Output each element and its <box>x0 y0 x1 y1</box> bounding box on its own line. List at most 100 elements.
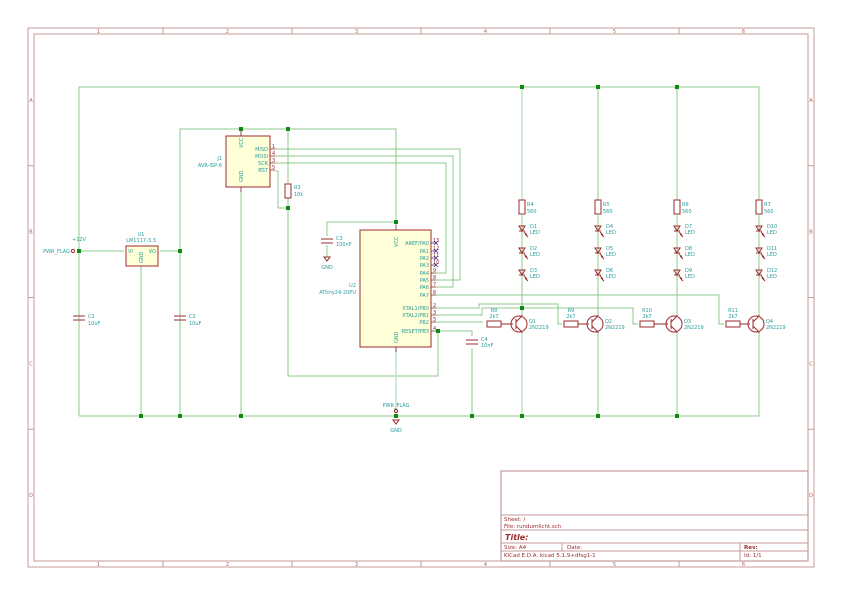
led-value: LED <box>530 274 540 280</box>
row-label-right: B <box>809 230 813 236</box>
j1-pin-vcc: VCC <box>239 137 245 148</box>
resistor-value: 560 <box>764 209 774 215</box>
tb-sheet: Sheet: / <box>504 517 526 523</box>
c1-ref: C1 <box>88 314 95 320</box>
led-value: LED <box>606 252 616 258</box>
capacitor-c1[interactable]: C1 10uF <box>73 314 101 327</box>
capacitor-c3[interactable]: C3 100nF <box>321 236 352 248</box>
title-block: Sheet: / File: rundumlicht.sch Title: Si… <box>500 470 809 562</box>
led-ref: D10 <box>767 224 777 230</box>
resistor-ref: R7 <box>764 202 771 208</box>
row-label-left: D <box>29 493 33 499</box>
power-flag-gnd-bottom: PWR_FLAG GND <box>383 403 410 434</box>
resistor-r3[interactable]: R3 10k <box>284 183 303 199</box>
row-label-left: C <box>29 361 33 367</box>
led-value: LED <box>685 252 695 258</box>
j1-pin-mosi: MOSI <box>255 154 268 160</box>
u2-ref: U2 <box>349 283 356 289</box>
j1-pin-miso: MISO <box>255 147 268 153</box>
column-label-bottom: 3 <box>355 562 358 568</box>
c2-value: 10uF <box>189 321 202 327</box>
j1-value: AVR-ISP-6 <box>198 163 222 169</box>
u2-pin-number: 12 <box>433 246 439 252</box>
tb-date: Date: <box>567 545 582 551</box>
base-resistor-ref: R9 <box>568 308 575 314</box>
resistor-ref: R4 <box>527 202 534 208</box>
column-label-top: 1 <box>97 29 100 35</box>
led-ref: D9 <box>685 268 692 274</box>
capacitor-c4[interactable]: C4 10nF <box>466 337 494 349</box>
regulator-u1[interactable]: U1 LM1117-3.3 VI VO GND <box>125 232 159 267</box>
j1-pin-rst: RST <box>258 168 269 174</box>
wires <box>78 86 760 417</box>
led-value: LED <box>685 274 695 280</box>
u2-pin-number: 2 <box>433 303 436 309</box>
resistor-ref: R5 <box>603 202 610 208</box>
base-resistor-value: 2k7 <box>642 314 651 320</box>
power-12v-label: +12V <box>72 237 87 243</box>
base-resistor-value: 2k7 <box>489 314 498 320</box>
transistor-ref: Q3 <box>684 319 691 325</box>
u1-ref: U1 <box>138 232 145 238</box>
resistor-value: 560 <box>527 209 537 215</box>
u2-pin-label: PA6 <box>420 285 429 291</box>
tb-tool: KiCad E.D.A. kicad 5.1.9+dfsg1-1 <box>504 553 596 559</box>
led-ref: D6 <box>606 268 613 274</box>
resistor-ref: R6 <box>682 202 689 208</box>
no-connect-icon <box>433 255 439 261</box>
u2-pin-label: PA5 <box>420 278 429 284</box>
no-connect-icon <box>433 248 439 254</box>
u2-pin-label: PA1 <box>420 249 429 255</box>
gnd-label-c3: GND <box>321 265 333 271</box>
column-label-bottom: 5 <box>613 562 616 568</box>
power-12v: +12V PWR_FLAG <box>43 237 86 255</box>
r3-value: 10k <box>294 192 303 198</box>
base-resistor-ref: R8 <box>491 308 498 314</box>
led-ref: D11 <box>767 246 777 252</box>
base-resistor-value: 2k7 <box>566 314 575 320</box>
row-label-right: A <box>809 98 813 104</box>
tb-size: Size: A4 <box>504 545 527 551</box>
led-value: LED <box>767 252 777 258</box>
base-resistor-ref: R11 <box>728 308 738 314</box>
column-label-top: 4 <box>484 29 487 35</box>
no-connect-icon <box>433 240 439 246</box>
capacitor-c2[interactable]: C2 10uF <box>174 314 202 327</box>
u2-pin-number: 5 <box>433 317 436 323</box>
tb-rev: Rev: <box>744 545 758 551</box>
power-gnd-c3: GND <box>321 256 333 271</box>
column-label-top: 3 <box>355 29 358 35</box>
u2-pin-label: PA7 <box>420 293 429 299</box>
u2-pin-label: PA4 <box>420 271 429 277</box>
u2-pin-number: 4 <box>433 326 436 332</box>
column-label-bottom: 6 <box>742 562 745 568</box>
connector-j1[interactable]: J1 AVR-ISP-6 MISO MOSI SCK RST 1 4 3 5 V… <box>198 131 275 192</box>
